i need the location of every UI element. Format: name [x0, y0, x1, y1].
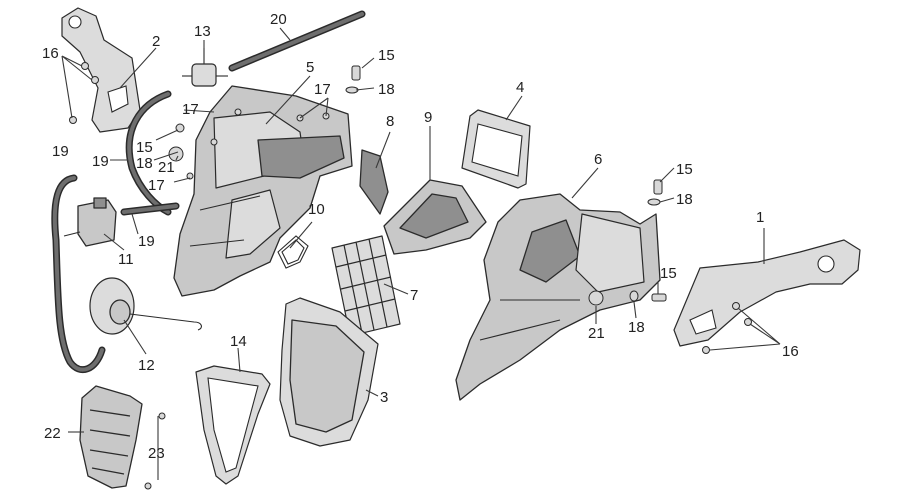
- callout-1: 1: [756, 209, 764, 226]
- callout-18a: 18: [378, 81, 395, 98]
- callout-21b: 21: [588, 325, 605, 342]
- part-9-duct: [383, 179, 487, 255]
- callout-17b: 17: [314, 81, 331, 98]
- callout-20: 20: [270, 11, 287, 28]
- callout-2: 2: [152, 33, 160, 50]
- callout-21a: 21: [158, 159, 175, 176]
- part-12-canister: [89, 277, 203, 335]
- part-7-grid-filter: [331, 235, 401, 337]
- fasteners-right: [588, 179, 667, 306]
- callout-8: 8: [386, 113, 394, 130]
- callout-15c: 15: [660, 265, 677, 282]
- part-23-screws: [144, 412, 166, 490]
- part-20-hose: [228, 10, 366, 72]
- callout-18b: 18: [676, 191, 693, 208]
- callout-15a: 15: [378, 47, 395, 64]
- callout-10: 10: [308, 201, 325, 218]
- callout-18c: 18: [628, 319, 645, 336]
- callout-15b: 15: [676, 161, 693, 178]
- callout-16b: 16: [782, 343, 799, 360]
- callout-19c: 19: [138, 233, 155, 250]
- part-16-screws-right: [702, 302, 781, 354]
- callout-3: 3: [380, 389, 388, 406]
- part-16-screws-left: [61, 55, 99, 124]
- callout-19a: 19: [52, 143, 69, 160]
- part-19-hoses: [51, 90, 180, 374]
- callout-17c: 17: [148, 177, 165, 194]
- callout-23: 23: [148, 445, 165, 462]
- callout-labels: 1 2 3 4 5 6 7 8 9 10 11 12 13 14 15 18 1…: [42, 11, 799, 462]
- part-4-gasket: [461, 109, 531, 189]
- callout-7: 7: [410, 287, 418, 304]
- part-8-cover: [359, 149, 389, 215]
- callout-12: 12: [138, 357, 155, 374]
- leader-lines: [68, 27, 765, 480]
- part-5-airbox-left: [173, 85, 353, 297]
- callout-4: 4: [516, 79, 524, 96]
- callout-5: 5: [306, 59, 314, 76]
- part-13-filter: [182, 48, 228, 87]
- callout-14: 14: [230, 333, 247, 350]
- callout-11: 11: [118, 251, 134, 268]
- part-14-frame: [195, 365, 271, 485]
- callout-17a: 17: [182, 101, 199, 118]
- part-3-cover: [279, 297, 379, 447]
- callout-19b: 19: [92, 153, 109, 170]
- fasteners-left: [168, 65, 361, 162]
- part-22-louvre-cover: [79, 385, 143, 489]
- callout-18d: 18: [136, 155, 153, 172]
- part-6-right-duct: [455, 193, 661, 401]
- callout-6: 6: [594, 151, 602, 168]
- part-10-seal: [277, 235, 309, 269]
- callout-13: 13: [194, 23, 211, 40]
- callout-16a: 16: [42, 45, 59, 62]
- part-1-bracket: [673, 239, 861, 347]
- part-11-valve: [63, 197, 117, 247]
- callout-15d: 15: [136, 139, 153, 156]
- callout-9: 9: [424, 109, 432, 126]
- part-2-bracket: [61, 7, 141, 133]
- callout-22: 22: [44, 425, 61, 442]
